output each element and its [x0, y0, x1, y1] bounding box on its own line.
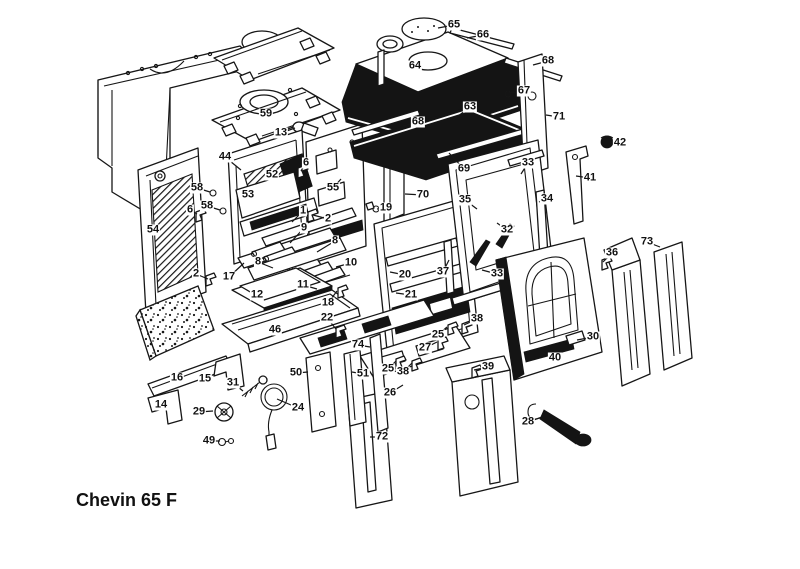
insulation-block-shape [135, 285, 215, 362]
figure-title: Chevin 65 F [76, 490, 178, 510]
grate-bars-shape [247, 207, 357, 291]
side-columns-shape [603, 237, 693, 387]
hinge-bracket-shape [565, 135, 614, 225]
support-brackets-shape [305, 333, 389, 433]
top-plate-upper-shape [213, 27, 335, 85]
front-frame-shape [495, 237, 603, 381]
top-fittings-shape [351, 17, 563, 160]
control-parts-shape [214, 375, 288, 451]
small-fasteners-shape [195, 164, 613, 379]
operating-tool-shape [527, 403, 592, 447]
